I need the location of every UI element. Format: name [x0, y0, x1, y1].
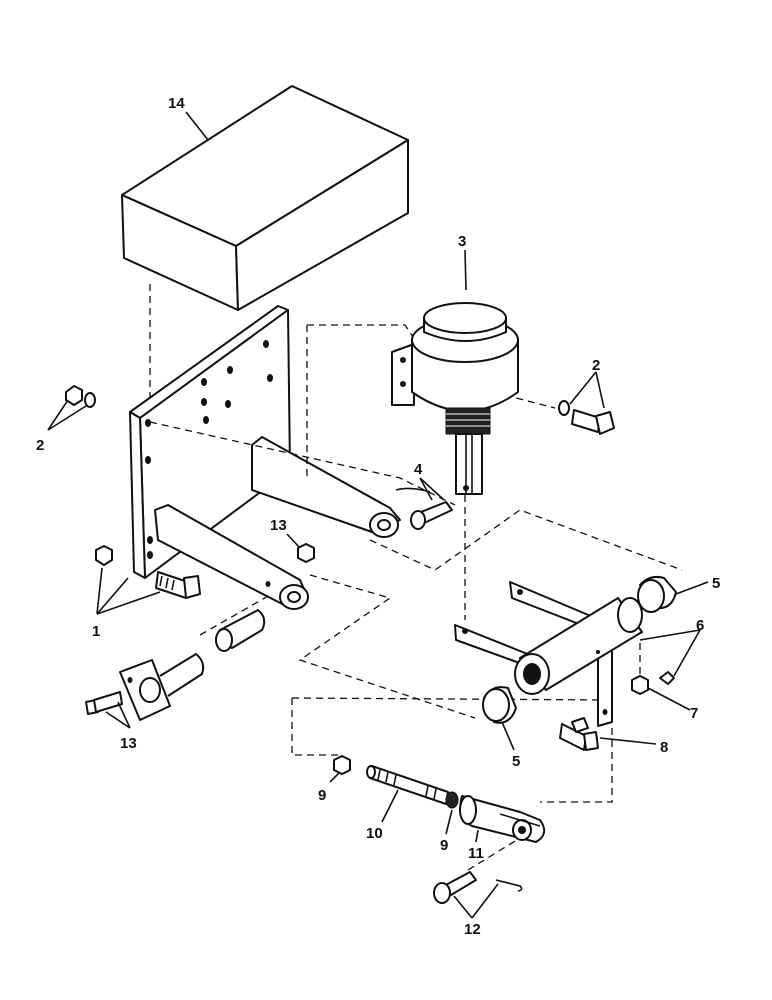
part-5-bushing-upper [637, 575, 677, 613]
part-12-clevis-pin [433, 871, 523, 904]
callout-9-left: 9 [318, 787, 326, 804]
callout-14: 14 [168, 95, 185, 112]
lever-arm-upper [251, 436, 401, 538]
part-9-nut-left [333, 755, 351, 775]
part-11-clevis [459, 795, 546, 843]
part-13-nut-upper [297, 543, 315, 563]
leader-line [291, 697, 613, 803]
callout-2-left: 2 [36, 437, 44, 454]
callout-6: 6 [696, 617, 704, 634]
callout-12: 12 [464, 921, 481, 938]
callout-8: 8 [660, 739, 668, 756]
part-14-box [121, 85, 409, 311]
callout-13-upper: 13 [270, 517, 287, 534]
part-9-nut-right [445, 791, 459, 809]
lever-arm-lower [154, 504, 309, 610]
part-7-nut [631, 671, 675, 695]
leader-line [369, 509, 683, 571]
callout-2-right: 2 [592, 357, 600, 374]
leader-line [298, 574, 476, 719]
callout-11: 11 [468, 845, 484, 862]
part-10-rod [366, 765, 449, 805]
callout-3: 3 [458, 233, 466, 250]
part-6-roller-assembly [454, 581, 643, 727]
callout-4: 4 [414, 461, 423, 478]
leader-line [307, 324, 416, 341]
callout-labels: 14 3 2 2 4 13 1 13 5 6 7 8 5 9 10 9 11 1… [36, 95, 720, 938]
part-2-bolt-right [558, 400, 615, 435]
part-8-bolt [559, 717, 599, 751]
callout-5-upper: 5 [712, 575, 720, 592]
leader-line [149, 421, 456, 506]
leader-line [467, 837, 521, 871]
callout-10: 10 [366, 825, 383, 842]
part-1-bolt [95, 545, 201, 599]
shaft-and-bracket [85, 609, 266, 721]
callout-5-lower: 5 [512, 753, 520, 770]
leader-line [291, 698, 338, 756]
leader-lines [47, 111, 709, 919]
callout-9-right: 9 [440, 837, 448, 854]
leader-line [199, 594, 271, 636]
callout-1: 1 [92, 623, 100, 640]
part-3-actuator [391, 302, 519, 495]
part-5-bushing-lower [482, 686, 517, 724]
part-2-nut-left [65, 385, 96, 408]
callout-13-lower: 13 [120, 735, 137, 752]
callout-7: 7 [690, 705, 698, 722]
part-4-pin [395, 487, 453, 530]
